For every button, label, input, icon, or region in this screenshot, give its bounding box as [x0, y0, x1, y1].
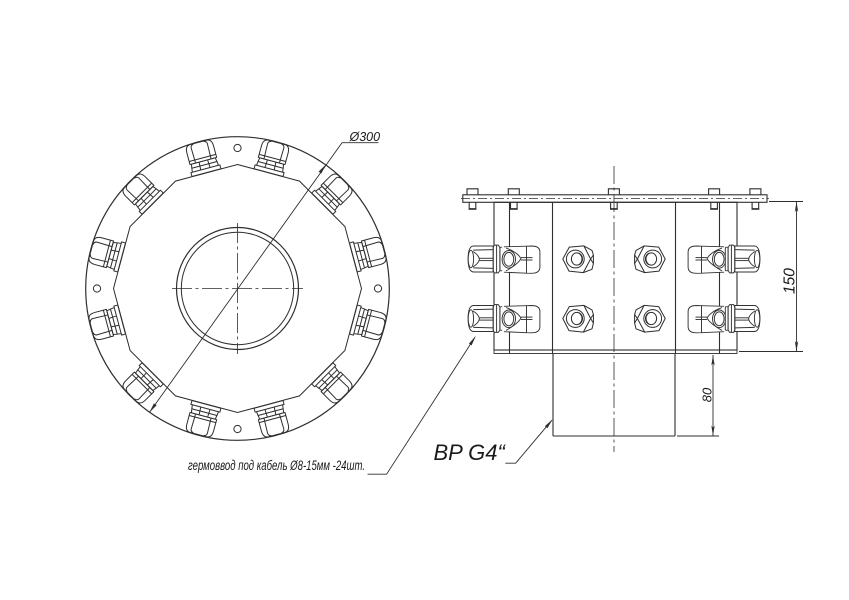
- svg-text:150: 150: [782, 268, 799, 294]
- svg-text:80: 80: [700, 387, 715, 402]
- svg-text:BP G4“: BP G4“: [434, 440, 507, 465]
- svg-text:гермоввод под кабель Ø8-15мм: гермоввод под кабель Ø8-15мм -24шт.: [188, 458, 365, 473]
- svg-text:Ø300: Ø300: [349, 130, 381, 144]
